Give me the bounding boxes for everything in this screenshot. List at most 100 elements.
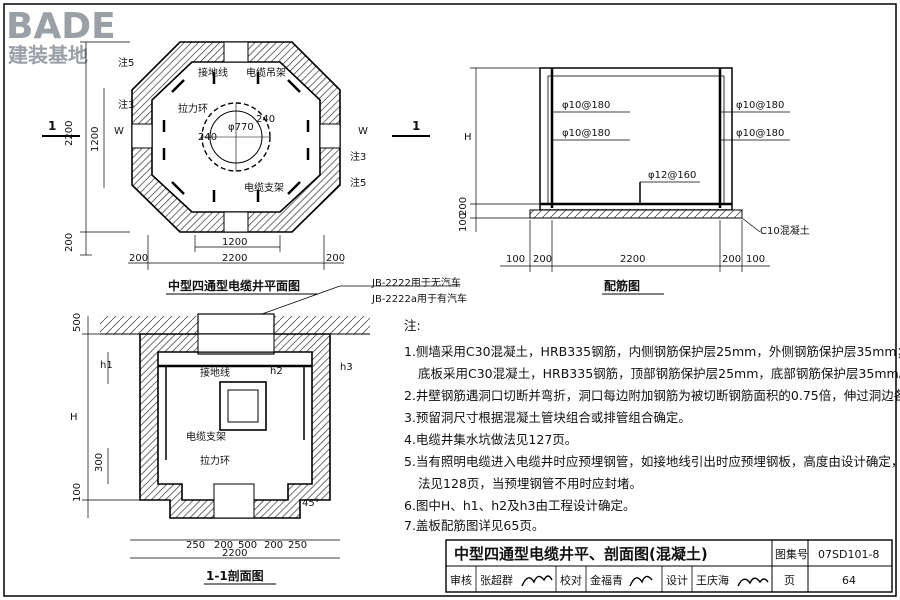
section-dim-200b: 200 xyxy=(264,540,283,551)
plan-ground-label: 接地线 xyxy=(198,66,228,79)
plan-d770-label: φ770 xyxy=(228,122,254,133)
rebar-label-left-2: φ10@180 xyxy=(562,128,610,139)
designer-signature xyxy=(737,577,769,587)
plan-dim-2200-v: 2200 xyxy=(64,121,75,146)
plan-dim-200-left: 200 xyxy=(129,253,148,264)
plan-dim-2200-h: 2200 xyxy=(222,253,247,264)
rebar-title: 配筋图 xyxy=(604,278,640,293)
section-dim-250-left: 250 xyxy=(186,540,205,551)
plan-note3-right: 注3 xyxy=(350,150,366,163)
page-label: 页 xyxy=(784,574,795,587)
check-label: 校对 xyxy=(560,573,582,587)
section-dim-200a: 200 xyxy=(214,540,233,551)
plan-bracket-label: 电缆吊架 xyxy=(246,66,286,79)
plan-dim-200-right: 200 xyxy=(326,253,345,264)
rebar-label-right-1: φ10@180 xyxy=(736,100,784,111)
section-wall xyxy=(139,333,331,519)
note-line-1: 1.侧墙采用C30混凝土，HRB335钢筋，内侧钢筋保护层25mm，外侧钢筋保护… xyxy=(404,344,900,359)
rebar-dim-h: H xyxy=(464,132,472,143)
note-line-5: 4.电缆井集水坑做法见127页。 xyxy=(404,432,577,447)
plan-note5-bottom: 注5 xyxy=(350,176,366,189)
checker-name: 金福青 xyxy=(590,573,623,587)
section-view: 接地线 电缆支架 拉力环 h3 h2 h1 45° JB-2222用于无汽车 J… xyxy=(70,276,467,585)
rebar-dim-200: 200 xyxy=(458,197,469,216)
section-dim-300: 300 xyxy=(94,453,105,472)
section-mark-left: 1 xyxy=(48,119,56,133)
plan-opening-right xyxy=(319,123,341,149)
designer-name: 王庆海 xyxy=(696,573,729,587)
note-line-8: 6.图中H、h1、h2及h3由工程设计确定。 xyxy=(404,498,635,513)
plan-note3-left: 注3 xyxy=(118,98,134,111)
rebar-dim-200-right: 200 xyxy=(722,254,741,265)
plan-dim-1200-v: 1200 xyxy=(90,127,101,152)
section-dim-250-right: 250 xyxy=(288,540,307,551)
svg-text:BADE: BADE xyxy=(6,6,116,47)
section-dim-100: 100 xyxy=(72,483,83,502)
section-dim-2200: 2200 xyxy=(222,548,247,559)
rebar-view: φ10@180 φ10@180 φ10@180 φ10@180 φ12@160 … xyxy=(458,67,810,295)
plan-dim-200-v: 200 xyxy=(64,233,75,252)
note-line-4: 3.预留洞尺寸根据混凝土管块组合或排管组合确定。 xyxy=(404,410,691,425)
title-block: 中型四通型电缆井平、剖面图(混凝土) 图集号 07SD101-8 审核 张超群 … xyxy=(445,539,893,593)
svg-text:建装基地: 建装基地 xyxy=(8,43,88,67)
rebar-label-bottom: φ12@160 xyxy=(648,170,696,181)
plan-w-right: W xyxy=(358,126,368,137)
watermark-logo: BADE 建装基地 xyxy=(6,6,116,67)
c10-concrete-base xyxy=(529,209,743,219)
atlas-number: 07SD101-8 xyxy=(818,548,879,561)
section-opening xyxy=(219,381,267,431)
section-angle-label: 45° xyxy=(302,498,320,509)
plan-opening-left xyxy=(131,123,153,149)
plan-view: 接地线 电缆吊架 拉力环 电缆支架 φ770 240 240 注5 注3 注3 … xyxy=(42,41,430,295)
rebar-dim-100: 100 xyxy=(458,213,469,232)
section-dim-h: H xyxy=(70,412,78,423)
plan-d240-label-right: 240 xyxy=(256,114,275,125)
plan-pull-label: 拉力环 xyxy=(178,102,208,115)
note-line-3: 2.井壁钢筋遇洞口切断并弯折，洞口每边附加钢筋为被切断钢筋面积的0.75倍，伸过… xyxy=(404,388,900,403)
section-mark-right: 1 xyxy=(412,119,420,133)
section-support-label: 电缆支架 xyxy=(186,430,226,443)
cover-ref-1: JB-2222用于无汽车 xyxy=(371,276,461,289)
section-h2-label: h2 xyxy=(270,366,283,377)
sheet-border xyxy=(3,3,897,597)
section-ground-label: 接地线 xyxy=(200,366,230,379)
note-line-2: 底板采用C30混凝土，HRB335钢筋，顶部钢筋保护层25mm，底部钢筋保护层3… xyxy=(418,366,900,381)
plan-w-left: W xyxy=(114,126,124,137)
rebar-dim-2200: 2200 xyxy=(620,254,645,265)
section-title: 1-1剖面图 xyxy=(206,568,264,583)
checker-signature xyxy=(629,575,653,587)
atlas-label: 图集号 xyxy=(775,547,808,561)
plan-opening-bottom xyxy=(223,211,249,233)
review-label: 审核 xyxy=(450,573,472,587)
section-pull-label: 拉力环 xyxy=(200,454,230,467)
rebar-c10-label: C10混凝土 xyxy=(760,224,810,237)
note-line-6: 5.当有照明电缆进入电缆井时应预埋钢管，如接地线引出时应预埋钢板，高度由设计确定… xyxy=(404,454,900,469)
note-line-9: 7.盖板配筋图详见65页。 xyxy=(404,518,544,533)
rebar-wall-outline xyxy=(539,67,733,211)
notes-heading: 注: xyxy=(404,318,421,333)
rebar-dim-100-left: 100 xyxy=(506,254,525,265)
reviewer-signature xyxy=(521,575,553,587)
rebar-label-left-1: φ10@180 xyxy=(562,100,610,111)
section-h3-label: h3 xyxy=(340,362,353,373)
notes-block: 注: 1.侧墙采用C30混凝土，HRB335钢筋，内侧钢筋保护层25mm，外侧钢… xyxy=(404,318,900,533)
plan-title: 中型四通型电缆井平面图 xyxy=(168,278,300,293)
title-block-title: 中型四通型电缆井平、剖面图(混凝土) xyxy=(454,545,708,563)
section-h1-label: h1 xyxy=(100,360,113,371)
rebar-dim-100-right: 100 xyxy=(746,254,765,265)
page-number: 64 xyxy=(842,574,856,587)
reviewer-name: 张超群 xyxy=(480,573,513,587)
plan-opening-top xyxy=(223,41,249,63)
plan-support-label: 电缆支架 xyxy=(244,181,284,194)
rebar-label-right-2: φ10@180 xyxy=(736,128,784,139)
plan-note5-top: 注5 xyxy=(118,56,134,69)
plan-dim-1200-h: 1200 xyxy=(222,237,247,248)
plan-d240-label-left: 240 xyxy=(198,132,217,143)
section-dim-500-h: 500 xyxy=(238,540,257,551)
cover-ref-2: JB-2222a用于有汽车 xyxy=(371,292,467,305)
note-line-7: 法见128页，当预埋钢管不用时应封堵。 xyxy=(418,476,642,491)
rebar-dim-200-left: 200 xyxy=(533,254,552,265)
sump-pit xyxy=(213,483,255,519)
